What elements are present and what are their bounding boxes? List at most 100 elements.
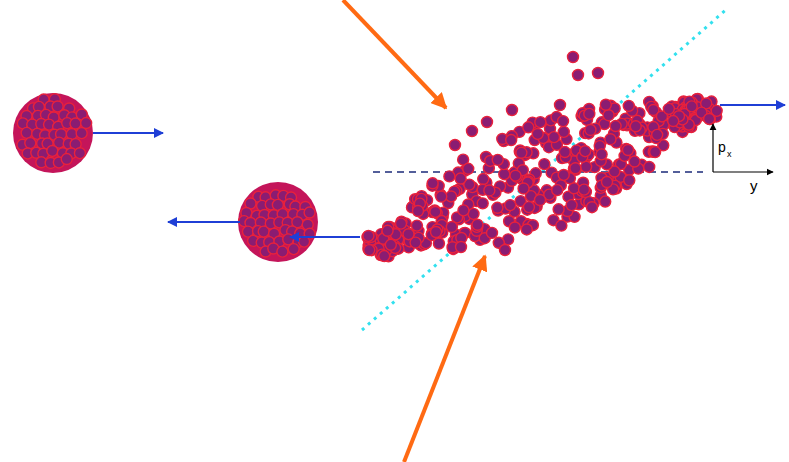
nucleon-ball (600, 196, 611, 207)
nucleon-ball (600, 99, 611, 110)
nucleon-ball (580, 146, 591, 157)
nucleon-ball (532, 128, 543, 139)
nucleon-ball (549, 132, 560, 143)
nucleon-ball (596, 149, 607, 160)
velocity-arrow (290, 236, 360, 238)
nucleon-ball (566, 200, 577, 211)
nucleon-ball (413, 206, 424, 217)
nucleon-ball (579, 184, 590, 195)
nucleon-ball (379, 250, 390, 261)
nucleon-ball (450, 140, 461, 151)
nucleon-ball (492, 202, 503, 213)
axis-label: p (718, 140, 726, 154)
nucleon-ball (570, 163, 581, 174)
nucleon-ball (610, 121, 621, 132)
nucleon-ball (602, 177, 613, 188)
nucleon-ball (477, 198, 488, 209)
nucleon-ball (500, 245, 511, 256)
axis-subscript: x (727, 150, 732, 159)
nucleon-ball (487, 227, 498, 238)
nucleus-disc (238, 182, 318, 262)
nucleon-ball (593, 68, 604, 79)
nucleon-ball (624, 175, 635, 186)
nucleon-ball (539, 159, 550, 170)
nucleus-disc (13, 93, 93, 173)
nucleon-ball (516, 147, 527, 158)
nucleon-ball (521, 224, 532, 235)
nucleon-ball (277, 246, 288, 257)
nucleon-ball (630, 121, 641, 132)
nucleon-ball (363, 230, 374, 241)
nucleon-ball (304, 207, 315, 218)
nucleon-ball (523, 202, 534, 213)
nucleon-ball (430, 206, 441, 217)
nucleon-ball (81, 118, 92, 129)
nucleon-ball (433, 238, 444, 249)
nucleon-ball (704, 114, 715, 125)
nucleon-ball (403, 228, 414, 239)
nucleon-ball (510, 170, 521, 181)
nucleon-ball (555, 100, 566, 111)
nucleon-ball (427, 178, 438, 189)
nucleon-ball (431, 227, 442, 238)
nucleon-ball (458, 205, 469, 216)
nucleon-ball (507, 105, 518, 116)
nucleon-ball (288, 244, 299, 255)
nucleon-ball (623, 100, 634, 111)
nucleon-ball (61, 154, 72, 165)
nucleon-ball (535, 195, 546, 206)
nucleon-ball (21, 127, 32, 138)
nucleon-ball (704, 113, 715, 124)
nucleon-ball (603, 110, 614, 121)
nucleon-ball (467, 126, 478, 137)
nucleon-ball (623, 145, 634, 156)
nucleon-ball (463, 163, 474, 174)
nucleon-ball (258, 226, 269, 237)
nucleon-ball (518, 183, 529, 194)
velocity-arrow (720, 104, 785, 106)
axis-label: y (750, 178, 758, 193)
pressure-arrow (404, 256, 485, 462)
nucleon-ball (568, 52, 579, 63)
nucleon-ball (364, 245, 375, 256)
reaction-plane-line (362, 8, 728, 330)
nucleon-ball (585, 124, 596, 135)
axis-arrow (712, 124, 713, 172)
nucleon-ball (650, 147, 661, 158)
nucleon-ball (484, 185, 495, 196)
nucleon-ball (558, 116, 569, 127)
nucleon-ball (478, 174, 489, 185)
nucleon-ball (472, 219, 483, 230)
nucleon-ball (556, 220, 567, 231)
nucleon-ball (482, 117, 493, 128)
nucleon-ball (586, 202, 597, 213)
nucleon-ball (382, 225, 393, 236)
nucleon-ball (25, 138, 36, 149)
nucleon-ball (456, 242, 467, 253)
nucleon-ball (70, 118, 81, 129)
nucleon-ball (492, 154, 503, 165)
nucleon-ball (76, 128, 87, 139)
nucleon-ball (663, 103, 674, 114)
nucleon-ball (396, 218, 407, 229)
nucleon-ball (573, 70, 584, 81)
nucleon-ball (605, 134, 616, 145)
nucleon-ball (644, 161, 655, 172)
pressure-arrow (343, 0, 446, 108)
nucleon-ball (559, 147, 570, 158)
nucleon-ball (509, 222, 520, 233)
nucleon-ball (74, 148, 85, 159)
nucleon-ball (668, 116, 679, 127)
velocity-arrow (168, 221, 240, 223)
nucleon-ball (455, 173, 466, 184)
nucleon-ball (584, 108, 595, 119)
nucleon-ball (505, 200, 516, 211)
nucleon-ball (436, 191, 447, 202)
axis-arrow (713, 171, 773, 172)
nucleon-ball (403, 229, 414, 240)
nucleon-ball (553, 204, 564, 215)
nucleon-ball (506, 135, 517, 146)
nucleon-ball (558, 169, 569, 180)
nucleon-ball (535, 117, 546, 128)
